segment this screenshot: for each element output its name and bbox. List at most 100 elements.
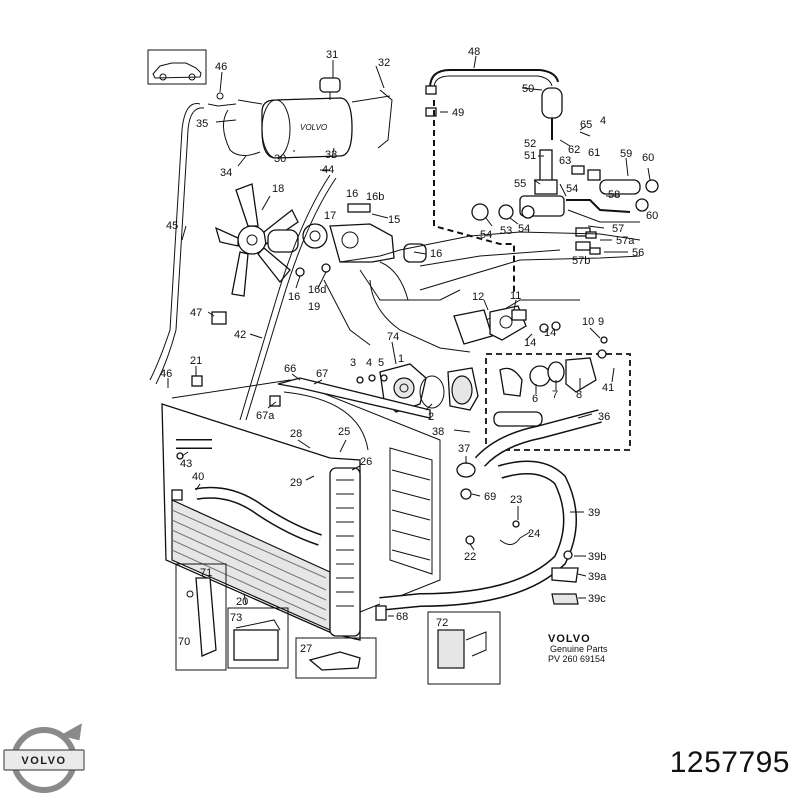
- callout-61: 61: [588, 147, 600, 159]
- callout-25: 25: [338, 426, 350, 438]
- callout-24: 24: [528, 528, 540, 540]
- callout-63: 63: [559, 155, 571, 167]
- callout-74: 74: [387, 331, 399, 343]
- volvo-logo: VOLVO: [3, 723, 85, 793]
- callout-60: 60: [642, 152, 654, 164]
- plate-line-2: PV 260 69154: [548, 654, 605, 664]
- callout-labels: 31 32 46 35 30 33 44 34 48 50 49 65 4 52…: [160, 46, 658, 655]
- callout-21: 21: [190, 355, 202, 367]
- callout-9: 9: [598, 316, 604, 328]
- callout-43: 43: [180, 458, 192, 470]
- tank-embossing: VOLVO: [300, 123, 327, 132]
- small-brackets-and-clips: [171, 311, 579, 685]
- overflow-and-bypass-hoses: [149, 103, 337, 421]
- callout-30: 30: [274, 153, 286, 165]
- callout-16e: 16: [288, 291, 300, 303]
- callout-42: 42: [234, 329, 246, 341]
- callout-16d: 16d: [308, 284, 326, 296]
- logo-arrow-icon: [61, 723, 82, 741]
- callout-67a: 67a: [256, 410, 275, 422]
- callout-29: 29: [290, 477, 302, 489]
- callout-1: 1: [398, 353, 404, 365]
- callout-57: 57: [612, 223, 624, 235]
- callout-15: 15: [388, 214, 400, 226]
- lower-coolant-hoses: [176, 409, 602, 611]
- callout-6: 6: [532, 393, 538, 405]
- callout-70: 70: [178, 636, 190, 648]
- callout-11: 11: [510, 290, 521, 302]
- thermostat-housing-cluster: [471, 131, 659, 255]
- callout-18: 18: [272, 183, 284, 195]
- callout-22: 22: [464, 551, 476, 563]
- callout-19: 19: [308, 301, 320, 313]
- callout-4b: 4: [366, 357, 372, 369]
- callout-8: 8: [576, 389, 582, 401]
- callout-57b: 57b: [572, 255, 590, 267]
- callout-28: 28: [290, 428, 302, 440]
- callout-49: 49: [452, 107, 464, 119]
- callout-66: 66: [284, 363, 296, 375]
- callout-57a: 57a: [616, 235, 635, 247]
- callout-46b: 46: [160, 368, 172, 380]
- plate-line-1: Genuine Parts: [550, 644, 608, 654]
- callout-53: 53: [500, 225, 512, 237]
- callout-39b: 39b: [588, 551, 606, 563]
- callout-16: 16: [346, 188, 358, 200]
- water-pump-parts: [356, 336, 631, 451]
- callout-39: 39: [588, 507, 600, 519]
- expansion-tank: VOLVO: [207, 77, 393, 159]
- heater-hose-assembly: [425, 69, 563, 292]
- logo-text: VOLVO: [21, 755, 66, 767]
- radiator-side-tank: [329, 467, 361, 637]
- callout-10: 10: [582, 316, 594, 328]
- callout-14: 14: [524, 337, 536, 349]
- vehicle-thumbnail: [147, 49, 207, 85]
- callout-20: 20: [236, 596, 248, 608]
- fan-pulley: [302, 223, 328, 249]
- heater-valve: [541, 87, 563, 119]
- callout-68: 68: [396, 611, 408, 623]
- callout-48: 48: [468, 46, 480, 58]
- callout-62: 62: [568, 144, 580, 156]
- callout-54: 54: [566, 183, 578, 195]
- callout-23: 23: [510, 494, 522, 506]
- callout-54c: 54: [518, 223, 530, 235]
- callout-16b: 16b: [366, 191, 384, 203]
- callout-50: 50: [522, 83, 534, 95]
- callout-69: 69: [484, 491, 496, 503]
- callout-35: 35: [196, 118, 208, 130]
- callout-60b: 60: [646, 210, 658, 222]
- callout-39c: 39c: [588, 593, 606, 605]
- callout-4: 4: [600, 115, 606, 127]
- callout-54b: 54: [480, 229, 492, 241]
- callout-40: 40: [192, 471, 204, 483]
- callout-33: 33: [325, 149, 337, 161]
- callout-2: 2: [428, 411, 434, 423]
- radiator: [161, 377, 441, 641]
- tank-cap: [319, 77, 341, 93]
- callout-36: 36: [598, 411, 610, 423]
- callout-56: 56: [632, 247, 644, 259]
- callout-17: 17: [324, 210, 336, 222]
- callout-27: 27: [300, 643, 312, 655]
- callout-7: 7: [552, 389, 558, 401]
- callout-65: 65: [580, 119, 592, 131]
- genuine-parts-plate: VOLVO Genuine Parts PV 260 69154: [548, 633, 608, 664]
- callout-5: 5: [378, 357, 384, 369]
- callout-59: 59: [620, 148, 632, 160]
- callout-47: 47: [190, 307, 202, 319]
- callout-71: 71: [200, 567, 212, 579]
- callout-46: 46: [215, 61, 227, 73]
- callout-58: 58: [608, 189, 620, 201]
- callout-3: 3: [350, 357, 356, 369]
- callout-38: 38: [432, 426, 444, 438]
- cooling-fan: [214, 183, 427, 297]
- callout-52: 52: [524, 138, 536, 150]
- callout-32: 32: [378, 57, 390, 69]
- callout-45: 45: [166, 220, 178, 232]
- callout-73: 73: [230, 612, 242, 624]
- callout-44: 44: [322, 164, 334, 176]
- leader-lines: [167, 55, 651, 617]
- callout-41: 41: [602, 382, 614, 394]
